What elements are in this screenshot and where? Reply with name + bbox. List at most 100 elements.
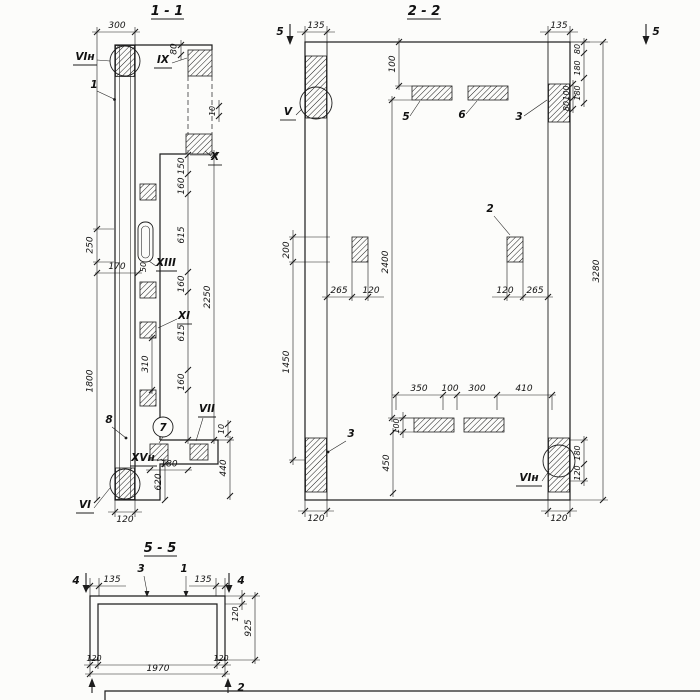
- s22-dim-120-left: 120: [362, 286, 379, 296]
- s11-dim-160a: 160: [177, 177, 187, 194]
- s22-left-bottom-hatch: [305, 437, 327, 493]
- s22-dim-265-left: 265: [330, 286, 347, 296]
- s22-dim-265-right: 265: [526, 286, 543, 296]
- s55-dim-1970: 1970: [147, 664, 170, 674]
- s11-embed-plate-x: [185, 133, 213, 155]
- s22-embed-plate-6: [467, 85, 509, 101]
- s22-label-vi-n: VIн: [519, 472, 538, 484]
- s11-embed-plate-ix: [187, 49, 213, 77]
- s55-dim-925: 925: [244, 619, 254, 636]
- s55-label-item-3: 3: [137, 563, 144, 575]
- s55-dim-120-bottom-right: 120: [213, 654, 228, 663]
- s22-dim-180-bottom-right: 180: [573, 445, 582, 460]
- s11-dim-170: 170: [108, 262, 125, 272]
- s11-flange-edge: [159, 153, 186, 440]
- s11-label-xi: XI: [177, 310, 190, 322]
- s22-dim-135-right: 135: [550, 21, 567, 31]
- s22-dim-100-right: 100: [562, 85, 571, 100]
- s22-label-item-6: 6: [458, 109, 465, 121]
- s11-callouts: VIн 1 IX X XIII XI VII 7 8 XVн: [73, 51, 222, 514]
- s22-dim-120-right: 120: [496, 286, 513, 296]
- s22-label-item-2: 2: [486, 203, 493, 215]
- s11-dim-440: 440: [219, 459, 229, 476]
- s22-cut-5-right: 5: [652, 26, 659, 38]
- s11-dim-180: 180: [160, 460, 177, 470]
- s11-bottom-step: [135, 439, 219, 501]
- s11-label-xiii: XIII: [155, 257, 176, 269]
- s22-dim-200-left: 200: [282, 241, 292, 258]
- s11-dim-615a: 615: [177, 226, 187, 243]
- s11-top-step: [135, 44, 213, 50]
- s22-dim-410: 410: [515, 384, 532, 394]
- s11-dim-10-bottom: 10: [217, 424, 226, 434]
- s11-label-ix: IX: [157, 54, 170, 66]
- s22-right-bottom-hatch: [548, 437, 570, 493]
- s22-dim-80-right: 80: [573, 44, 582, 54]
- section-5-5-title: 5 - 5: [144, 541, 177, 556]
- s55-callouts: 3 1: [137, 563, 189, 597]
- s11-slot-inner: [141, 225, 150, 259]
- s11-label-vii: VII: [199, 403, 215, 415]
- section-5-5: 5 - 5 4 4 2 135 135 120 925 12: [71, 541, 260, 694]
- section-2-2: 2 - 2 5 5: [276, 4, 659, 524]
- s55-cut-2: 2: [237, 682, 244, 694]
- s22-embed-plate-bottom-1: [413, 417, 455, 433]
- s11-label-item-1: 1: [90, 79, 97, 91]
- s11-dim-50: 50: [139, 262, 148, 272]
- s22-dim-3280: 3280: [592, 259, 602, 282]
- s22-cut-marks: 5 5: [276, 24, 660, 45]
- s22-callouts: V 5 6 3 2 3 VIн: [280, 99, 550, 487]
- s11-rib-geometry: [109, 44, 219, 501]
- s22-right-top-hatch: [548, 83, 570, 123]
- s22-dim-1450-left: 1450: [282, 350, 292, 373]
- s11-dim-300: 300: [108, 21, 125, 31]
- s22-cut-5-left: 5: [276, 26, 283, 38]
- s22-embed-right-2: [506, 236, 524, 263]
- s55-cut-4-left: 4: [71, 575, 79, 587]
- s22-dim-135-left: 135: [307, 21, 324, 31]
- s22-label-item-3-bottom: 3: [347, 428, 354, 440]
- s22-dim-180a-right: 180: [573, 60, 582, 75]
- s22-dim-180b-right: 180: [573, 85, 582, 100]
- s11-dim-620: 620: [154, 473, 164, 490]
- s11-dim-120: 120: [116, 515, 133, 525]
- s22-dim-300: 300: [468, 384, 485, 394]
- s22-dim-100-bottom: 100: [441, 384, 458, 394]
- s11-dimension-lines: [92, 27, 234, 517]
- s11-dim-310: 310: [141, 355, 151, 372]
- s11-label-item-8: 8: [105, 414, 112, 426]
- section-1-1: 1 - 1: [73, 4, 234, 525]
- s22-dim-100-vert: 100: [392, 418, 401, 433]
- s22-dim-120-bottom-r: 120: [550, 514, 567, 524]
- s11-dim-10-top: 10: [208, 106, 217, 116]
- s22-detail-circle-vi-n: [542, 444, 576, 478]
- s11-embed-2: [139, 281, 157, 299]
- s11-embed-3: [139, 321, 157, 339]
- s22-label-v: V: [284, 106, 293, 118]
- s55-dim-135-left: 135: [103, 575, 120, 585]
- s11-dim-80: 80: [170, 43, 180, 55]
- s22-label-item-3-top: 3: [515, 111, 522, 123]
- s11-bottom-anchor-hatch: [115, 467, 135, 500]
- s11-dim-615b: 615: [177, 324, 187, 341]
- section-2-2-title: 2 - 2: [408, 4, 441, 19]
- s22-dim-2400: 2400: [381, 250, 391, 273]
- s22-dim-80b-right: 80: [562, 101, 571, 111]
- s11-top-anchor-hatch: [115, 45, 135, 77]
- s22-panel-geometry: [299, 41, 576, 501]
- s55-channel-profile: [89, 595, 226, 661]
- s11-embed-4: [139, 389, 157, 407]
- s55-cut-4-right: 4: [236, 575, 244, 587]
- s55-dim-135-right: 135: [194, 575, 211, 585]
- s11-embed-plate-vii: [189, 443, 209, 461]
- s11-label-vi-bottom: VI: [79, 499, 91, 511]
- s22-embed-left: [351, 236, 369, 263]
- s22-label-item-5: 5: [402, 111, 409, 123]
- s55-dim-120-right: 120: [231, 606, 240, 621]
- s22-dim-120-bottom-right: 120: [573, 465, 582, 480]
- s22-dim-120-bottom-l: 120: [307, 514, 324, 524]
- s11-label-xv-n: XVн: [130, 452, 154, 464]
- s11-detail-circle-bottom: [109, 468, 141, 500]
